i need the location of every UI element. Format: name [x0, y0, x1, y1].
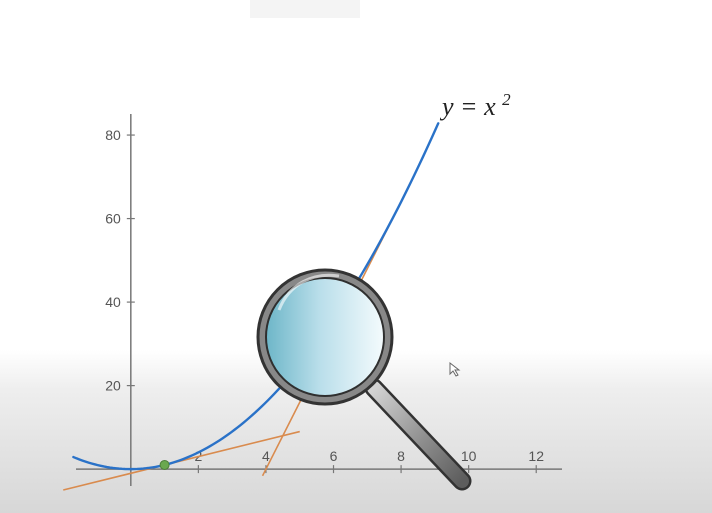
- equation-exponent: 2: [502, 90, 511, 109]
- x-tick-label: 10: [461, 448, 477, 464]
- x-axis: 24681012: [76, 448, 562, 474]
- parabola-curve: [72, 122, 440, 471]
- y-tick-label: 20: [105, 378, 121, 394]
- y-tick-label: 60: [105, 211, 121, 227]
- magnifying-glass-icon: [256, 268, 472, 491]
- equation-label: y = x 2: [439, 90, 511, 121]
- y-tick-label: 40: [105, 294, 121, 310]
- x-tick-label: 4: [262, 448, 270, 464]
- y-tick-label: 80: [105, 127, 121, 143]
- curve-group: [72, 122, 440, 471]
- x-tick-label: 12: [528, 448, 544, 464]
- mouse-pointer-icon: [449, 361, 461, 377]
- y-axis: 20 40 60 80: [105, 114, 135, 486]
- top-strip: [250, 0, 360, 18]
- x-tick-label: 6: [330, 448, 338, 464]
- x-tick-label: 8: [397, 448, 405, 464]
- equation-base: y = x: [439, 92, 496, 121]
- point-group: [159, 459, 170, 470]
- tangent-point: [159, 459, 170, 470]
